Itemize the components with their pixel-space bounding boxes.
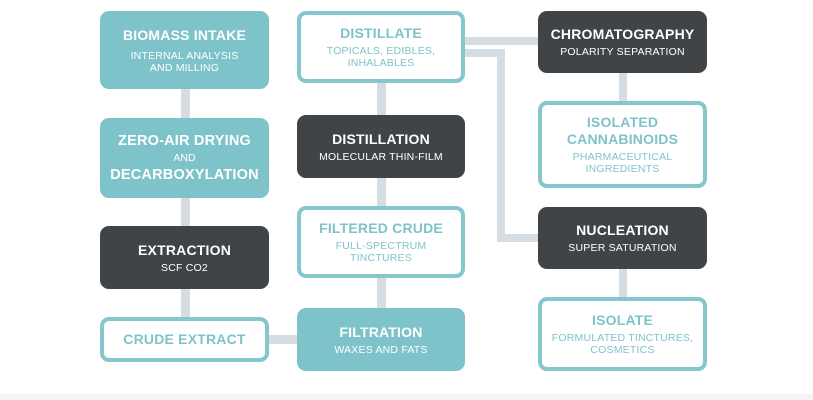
connector-crude-to-filtration — [266, 335, 300, 344]
connector-branch-to-nucleation — [497, 234, 540, 242]
isolated-cannabinoids-subtitle-line1: PHARMACEUTICAL — [572, 151, 673, 163]
isolate-box: ISOLATE FORMULATED TINCTURES, COSMETICS — [538, 297, 707, 371]
isolate-subtitle-line2: COSMETICS — [590, 344, 655, 356]
filtered-crude-title: FILTERED CRUDE — [319, 220, 443, 236]
connector-branch-vertical — [497, 49, 505, 242]
distillation-title: DISTILLATION — [332, 130, 430, 147]
distillate-box: DISTILLATE TOPICALS, EDIBLES, INHALABLES — [297, 11, 465, 83]
distillate-title: DISTILLATE — [340, 25, 422, 41]
filtered-crude-box: FILTERED CRUDE FULL-SPECTRUM TINCTURES — [297, 206, 465, 278]
crude-extract-title: CRUDE EXTRACT — [123, 331, 246, 347]
nucleation-subtitle: SUPER SATURATION — [568, 242, 677, 254]
distillate-subtitle-line1: TOPICALS, EDIBLES, — [326, 45, 436, 57]
connector-extraction-to-crude — [181, 288, 190, 320]
connector-distillation-to-distillate — [377, 82, 386, 116]
filtration-title: FILTRATION — [339, 323, 423, 340]
zero-air-drying-title: ZERO-AIR DRYING — [118, 133, 251, 149]
page-bottom-strip — [0, 394, 813, 400]
connector-distillate-to-chromatography — [464, 37, 540, 45]
biomass-intake-box: BIOMASS INTAKE INTERNAL ANALYSIS AND MIL… — [100, 11, 269, 89]
isolated-cannabinoids-box: ISOLATED CANNABINOIDS PHARMACEUTICAL ING… — [538, 101, 707, 188]
connector-filtered-to-distillation — [377, 177, 386, 208]
isolated-title: ISOLATED — [586, 114, 659, 130]
connector-chromatography-to-isolated — [619, 72, 627, 103]
extraction-box: EXTRACTION SCF CO2 — [100, 226, 269, 289]
nucleation-box: NUCLEATION SUPER SATURATION — [538, 207, 707, 269]
extraction-title: EXTRACTION — [138, 241, 231, 258]
distillation-box: DISTILLATION MOLECULAR THIN-FILM — [297, 115, 465, 178]
isolate-subtitle-line1: FORMULATED TINCTURES, — [551, 332, 694, 344]
filtered-crude-subtitle-line1: FULL-SPECTRUM — [335, 240, 427, 252]
zero-air-drying-connector-word: AND — [173, 152, 196, 164]
crude-extract-box: CRUDE EXTRACT — [100, 317, 269, 362]
connector-drying-to-extraction — [181, 196, 190, 228]
distillate-subtitle-line2: INHALABLES — [347, 57, 415, 69]
zero-air-drying-box: ZERO-AIR DRYING AND DECARBOXYLATION — [100, 118, 269, 198]
connector-nucleation-to-isolate — [619, 268, 627, 299]
distillation-subtitle: MOLECULAR THIN-FILM — [319, 150, 443, 163]
cannabinoids-title: CANNABINOIDS — [566, 131, 679, 147]
isolated-cannabinoids-subtitle-line2: INGREDIENTS — [585, 163, 660, 175]
isolate-title: ISOLATE — [591, 312, 654, 328]
biomass-intake-subtitle-line2: AND MILLING — [149, 61, 220, 74]
biomass-intake-subtitle-line1: INTERNAL ANALYSIS — [130, 49, 239, 62]
chromatography-box: CHROMATOGRAPHY POLARITY SEPARATION — [538, 11, 707, 73]
decarboxylation-title: DECARBOXYLATION — [110, 167, 259, 183]
nucleation-title: NUCLEATION — [576, 222, 669, 238]
connector-filtration-to-filtered — [377, 276, 386, 310]
filtered-crude-subtitle-line2: TINCTURES — [350, 252, 412, 264]
connector-distillate-branch — [464, 49, 505, 57]
chromatography-subtitle: POLARITY SEPARATION — [560, 46, 685, 58]
connector-biomass-to-drying — [181, 88, 190, 120]
filtration-subtitle: WAXES AND FATS — [334, 343, 428, 356]
extraction-subtitle: SCF CO2 — [161, 261, 208, 274]
biomass-intake-title: BIOMASS INTAKE — [122, 26, 247, 43]
chromatography-title: CHROMATOGRAPHY — [550, 26, 695, 42]
filtration-box: FILTRATION WAXES AND FATS — [297, 308, 465, 371]
